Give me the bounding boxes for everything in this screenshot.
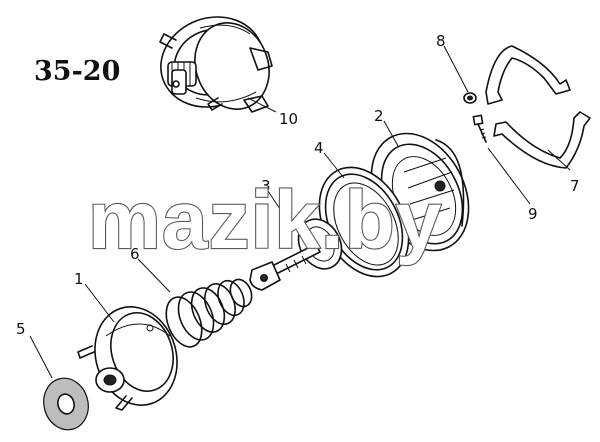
part-washer	[43, 377, 89, 431]
part-clamp	[485, 45, 591, 169]
part-nut	[463, 92, 477, 104]
callout-7: 7	[570, 177, 580, 195]
callout-3: 3	[261, 177, 271, 195]
part-chamber-assembly	[159, 16, 273, 113]
leader-lines	[29, 45, 571, 379]
callout-4: 4	[314, 139, 324, 157]
part-housing	[77, 306, 178, 411]
callout-2: 2	[374, 107, 384, 125]
callout-5: 5	[16, 320, 26, 338]
callout-6: 6	[130, 245, 140, 263]
callout-9: 9	[528, 205, 538, 223]
part-bolt	[472, 114, 487, 143]
watermark: mazik.by	[88, 175, 442, 266]
callout-1: 1	[74, 270, 84, 288]
callout-labels: 1 2 3 4 5 6 7 8 9 10	[16, 32, 580, 338]
callout-8: 8	[436, 32, 446, 50]
part-pushrod	[249, 218, 343, 291]
callout-10: 10	[279, 110, 298, 128]
figure-number: 35-20	[34, 56, 120, 87]
part-spring	[165, 278, 253, 348]
